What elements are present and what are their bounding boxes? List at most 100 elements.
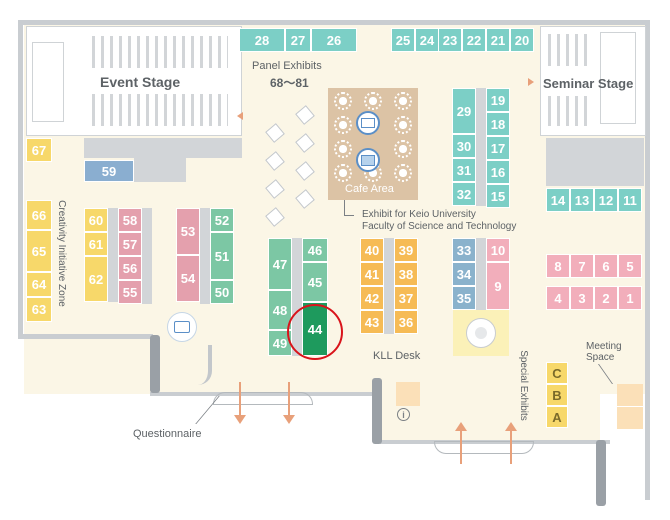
booth-61[interactable]: 61 bbox=[84, 232, 108, 256]
wall-top bbox=[18, 20, 650, 25]
booth-36[interactable]: 36 bbox=[394, 310, 418, 334]
booth-62[interactable]: 62 bbox=[84, 256, 108, 302]
kll-desk bbox=[396, 382, 420, 406]
booth-27[interactable]: 27 bbox=[285, 28, 311, 52]
booth-35[interactable]: 35 bbox=[452, 286, 476, 310]
booth-divider bbox=[292, 238, 302, 356]
booth-divider bbox=[142, 208, 152, 304]
booth-53[interactable]: 53 bbox=[176, 208, 200, 255]
questionnaire-label: Questionnaire bbox=[133, 428, 202, 440]
panel-exhibits-range: 68～81 bbox=[270, 76, 309, 90]
booth-29[interactable]: 29 bbox=[452, 88, 476, 134]
robot-icon bbox=[453, 310, 509, 356]
booth-13[interactable]: 13 bbox=[570, 188, 594, 212]
booth-63[interactable]: 63 bbox=[26, 297, 52, 322]
cafe-table-icon bbox=[334, 164, 352, 182]
booth-18[interactable]: 18 bbox=[486, 112, 510, 136]
booth-17[interactable]: 17 bbox=[486, 136, 510, 160]
booth-14[interactable]: 14 bbox=[546, 188, 570, 212]
booth-51[interactable]: 51 bbox=[210, 232, 234, 280]
booth-45[interactable]: 45 bbox=[302, 262, 328, 302]
booth-39[interactable]: 39 bbox=[394, 238, 418, 262]
booth-57[interactable]: 57 bbox=[118, 232, 142, 256]
booth-16[interactable]: 16 bbox=[486, 160, 510, 184]
booth-67[interactable]: 67 bbox=[26, 138, 52, 162]
booth-31[interactable]: 31 bbox=[452, 158, 476, 182]
booth-47[interactable]: 47 bbox=[268, 238, 292, 290]
booth-24[interactable]: 24 bbox=[415, 28, 439, 52]
cafe-table-icon bbox=[394, 140, 412, 158]
booth-5[interactable]: 5 bbox=[618, 254, 642, 278]
keio-exhibit-sub-label: Faculty of Science and Technology bbox=[362, 221, 517, 232]
booth-43[interactable]: 43 bbox=[360, 310, 384, 334]
booth-22[interactable]: 22 bbox=[462, 28, 486, 52]
booth-C[interactable]: C bbox=[546, 362, 568, 384]
booth-40[interactable]: 40 bbox=[360, 238, 384, 262]
booth-55[interactable]: 55 bbox=[118, 280, 142, 304]
booth-52[interactable]: 52 bbox=[210, 208, 234, 232]
entrance-arrow-icon-2 bbox=[283, 382, 295, 424]
booth-2[interactable]: 2 bbox=[594, 286, 618, 310]
booth-21[interactable]: 21 bbox=[486, 28, 510, 52]
keio-exhibit-label: Exhibit for Keio University bbox=[362, 209, 476, 220]
pillar-left bbox=[150, 335, 160, 393]
booth-30[interactable]: 30 bbox=[452, 134, 476, 158]
booth-26[interactable]: 26 bbox=[311, 28, 357, 52]
booth-divider bbox=[476, 88, 486, 206]
booth-34[interactable]: 34 bbox=[452, 262, 476, 286]
creativity-zone-label: Creativity Initiative Zone bbox=[55, 200, 67, 307]
booth-B[interactable]: B bbox=[546, 384, 568, 406]
booth-59[interactable]: 59 bbox=[84, 160, 134, 182]
booth-12[interactable]: 12 bbox=[594, 188, 618, 212]
booth-4[interactable]: 4 bbox=[546, 286, 570, 310]
booth-20[interactable]: 20 bbox=[510, 28, 534, 52]
booth-11[interactable]: 11 bbox=[618, 188, 642, 212]
wall-left bbox=[18, 20, 23, 338]
vote-stand-icon bbox=[167, 312, 197, 342]
booth-19[interactable]: 19 bbox=[486, 88, 510, 112]
booth-60[interactable]: 60 bbox=[84, 208, 108, 232]
booth-65[interactable]: 65 bbox=[26, 230, 52, 272]
keio-pointer bbox=[344, 200, 354, 216]
panel-exhibits-label: Panel Exhibits bbox=[252, 60, 322, 72]
highlight-circle bbox=[287, 304, 343, 360]
pillar-mid bbox=[372, 378, 382, 444]
gray-block-right bbox=[546, 138, 644, 186]
booth-25[interactable]: 25 bbox=[391, 28, 415, 52]
booth-28[interactable]: 28 bbox=[239, 28, 285, 52]
booth-23[interactable]: 23 bbox=[438, 28, 462, 52]
booth-38[interactable]: 38 bbox=[394, 262, 418, 286]
info-icon: i bbox=[397, 408, 410, 421]
exit-arrow-icon-2 bbox=[505, 422, 517, 464]
booth-50[interactable]: 50 bbox=[210, 280, 234, 304]
booth-15[interactable]: 15 bbox=[486, 184, 510, 208]
booth-32[interactable]: 32 bbox=[452, 182, 476, 206]
booth-33[interactable]: 33 bbox=[452, 238, 476, 262]
booth-A[interactable]: A bbox=[546, 406, 568, 428]
booth-46[interactable]: 46 bbox=[302, 238, 328, 262]
cafe-table-icon bbox=[394, 116, 412, 134]
booth-41[interactable]: 41 bbox=[360, 262, 384, 286]
booth-10[interactable]: 10 bbox=[486, 238, 510, 262]
booth-54[interactable]: 54 bbox=[176, 255, 200, 302]
booth-56[interactable]: 56 bbox=[118, 256, 142, 280]
cafe-table-icon bbox=[364, 92, 382, 110]
meeting-space-top bbox=[617, 384, 643, 406]
meeting-space-label: Meeting bbox=[586, 341, 622, 352]
booth-37[interactable]: 37 bbox=[394, 286, 418, 310]
booth-8[interactable]: 8 bbox=[546, 254, 570, 278]
seminar-stage-seating-2 bbox=[548, 96, 588, 126]
seminar-arrow-icon bbox=[528, 78, 534, 86]
booth-9[interactable]: 9 bbox=[486, 262, 510, 310]
booth-7[interactable]: 7 bbox=[570, 254, 594, 278]
booth-6[interactable]: 6 bbox=[594, 254, 618, 278]
booth-64[interactable]: 64 bbox=[26, 272, 52, 297]
booth-3[interactable]: 3 bbox=[570, 286, 594, 310]
door-left bbox=[213, 392, 313, 405]
booth-58[interactable]: 58 bbox=[118, 208, 142, 232]
booth-66[interactable]: 66 bbox=[26, 200, 52, 230]
booth-42[interactable]: 42 bbox=[360, 286, 384, 310]
booth-divider bbox=[476, 238, 486, 310]
booth-1[interactable]: 1 bbox=[618, 286, 642, 310]
booth-divider bbox=[384, 238, 394, 334]
